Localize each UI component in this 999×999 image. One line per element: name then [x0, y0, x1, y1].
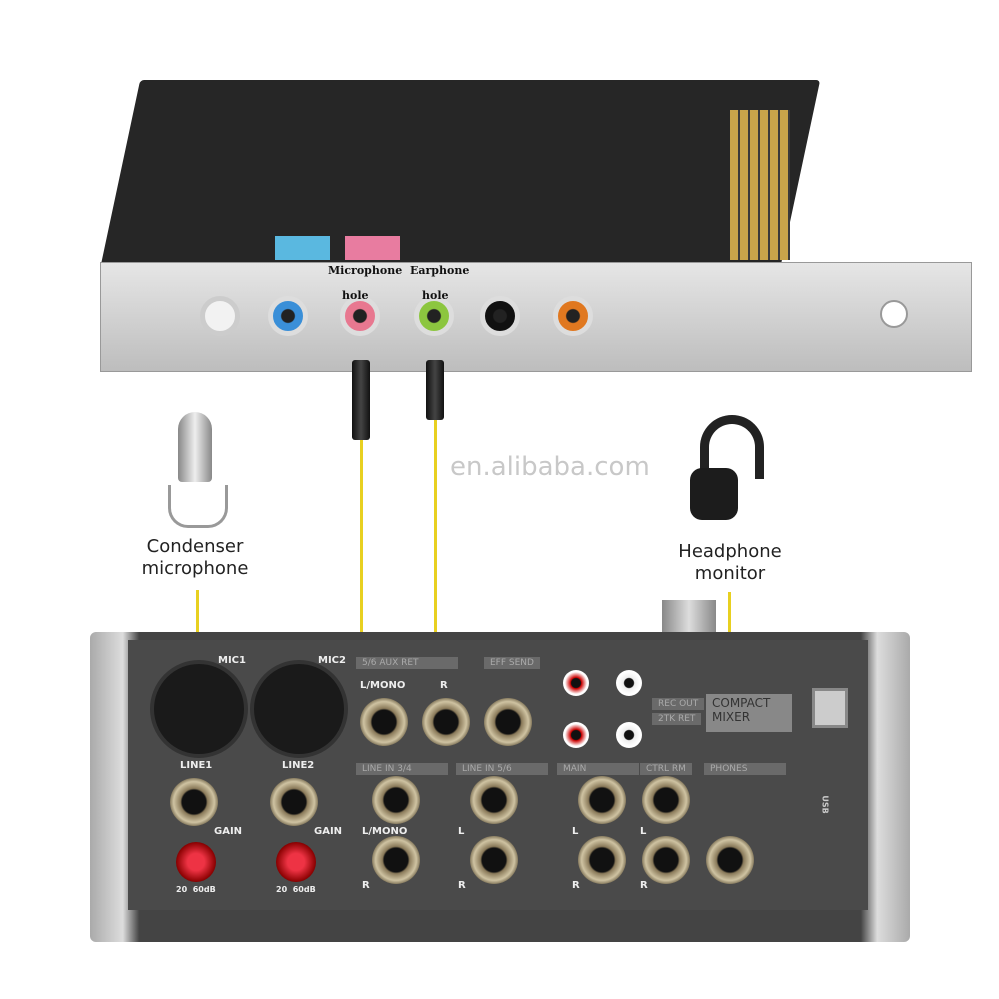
- earphone-plug: [426, 360, 444, 420]
- main-l-jack[interactable]: [578, 776, 626, 824]
- ctrl-rm-r-jack[interactable]: [642, 836, 690, 884]
- 2tk-ret-l-rca[interactable]: [563, 722, 589, 748]
- gain1-knob[interactable]: [176, 842, 216, 882]
- center-sub-jack[interactable]: [553, 296, 593, 336]
- gain2-knob[interactable]: [276, 842, 316, 882]
- line-in-4-jack[interactable]: [372, 836, 420, 884]
- mic1-xlr-input[interactable]: [150, 660, 248, 758]
- main-r-jack[interactable]: [578, 836, 626, 884]
- cable-ear: [434, 420, 437, 738]
- line-in-5-jack[interactable]: [470, 776, 518, 824]
- phones-jack-top: [662, 600, 716, 634]
- line2-input[interactable]: [270, 778, 318, 826]
- rec-out-label: REC OUT: [652, 698, 705, 710]
- main-r-label: R: [572, 880, 580, 891]
- line56-r-label: R: [458, 880, 466, 891]
- aux-ret-l-jack[interactable]: [360, 698, 408, 746]
- watermark: en.alibaba.com: [450, 452, 650, 482]
- aux-lmono-label: L/MONO: [360, 680, 406, 691]
- line1-label: LINE1: [180, 760, 213, 771]
- line56-l-label: L: [458, 826, 465, 837]
- condenser-microphone-icon: [178, 412, 212, 482]
- gain-min: 20: [176, 885, 188, 894]
- main-l-label: L: [572, 826, 579, 837]
- rear-out-jack[interactable]: [480, 296, 520, 336]
- sound-card-board: [99, 80, 821, 270]
- mic1-label: MIC1: [218, 655, 246, 666]
- line2-label: LINE2: [282, 760, 315, 771]
- gain-min: 20: [276, 885, 288, 894]
- line1-input[interactable]: [170, 778, 218, 826]
- bracket-hole: [880, 300, 908, 328]
- line-in-6-jack[interactable]: [470, 836, 518, 884]
- phones-section: PHONES: [704, 763, 786, 775]
- gain-max: 60dB: [292, 885, 316, 894]
- caption-line: microphone: [141, 558, 249, 579]
- sound-card-bracket: [100, 262, 972, 372]
- line-in-34-section: LINE IN 3/4: [356, 763, 448, 775]
- caption-line: monitor: [694, 563, 766, 584]
- headphone-band-icon: [700, 415, 764, 479]
- mic2-label: MIC2: [318, 655, 346, 666]
- pink-header: [345, 236, 400, 260]
- ctrl-rm-section: CTRL RM: [640, 763, 692, 775]
- gain1-scale: 20 60dB: [176, 885, 216, 894]
- ctrl-l-label: L: [640, 826, 647, 837]
- gain2-scale: 20 60dB: [276, 885, 316, 894]
- blue-header: [275, 236, 330, 260]
- spdif-jack[interactable]: [200, 296, 240, 336]
- line34-lmono-label: L/MONO: [362, 826, 408, 837]
- brand-label: COMPACT MIXER: [706, 694, 792, 732]
- main-section: MAIN: [557, 763, 639, 775]
- 2tk-ret-label: 2TK RET: [652, 713, 702, 725]
- 2tk-ret-r-rca[interactable]: [616, 722, 642, 748]
- ctrl-rm-l-jack[interactable]: [642, 776, 690, 824]
- ctrl-r-label: R: [640, 880, 648, 891]
- cable-condenser: [196, 590, 199, 670]
- earphone-hole-label: hole: [422, 289, 449, 302]
- line-in-jack[interactable]: [268, 296, 308, 336]
- line-in-3-jack[interactable]: [372, 776, 420, 824]
- earphone-label: Earphone: [410, 264, 470, 277]
- usb-label: USB: [820, 795, 830, 814]
- aux-r-label: R: [440, 680, 448, 691]
- aux-ret-section: 5/6 AUX RET: [356, 657, 458, 669]
- cable-mic: [360, 440, 363, 798]
- microphone-plug: [352, 360, 370, 440]
- line-in-56-section: LINE IN 5/6: [456, 763, 548, 775]
- gain1-label: GAIN: [214, 826, 243, 837]
- phones-jack[interactable]: [706, 836, 754, 884]
- gain2-label: GAIN: [314, 826, 343, 837]
- aux-ret-r-jack[interactable]: [422, 698, 470, 746]
- rec-out-l-rca[interactable]: [563, 670, 589, 696]
- microphone-hole-label: hole: [342, 289, 369, 302]
- caption-line: Condenser: [146, 536, 244, 557]
- pci-connector: [730, 110, 790, 260]
- headphone-cup-icon: [690, 468, 738, 520]
- usb-port[interactable]: [812, 688, 848, 728]
- caption-line: Headphone: [678, 541, 782, 562]
- mic2-xlr-input[interactable]: [250, 660, 348, 758]
- eff-send-section: EFF SEND: [484, 657, 540, 669]
- eff-send-jack[interactable]: [484, 698, 532, 746]
- rec-out-r-rca[interactable]: [616, 670, 642, 696]
- microphone-label: Microphone: [328, 264, 403, 277]
- shock-mount-icon: [168, 485, 228, 528]
- microphone-jack[interactable]: [340, 296, 380, 336]
- gain-max: 60dB: [192, 885, 216, 894]
- line34-r-label: R: [362, 880, 370, 891]
- earphone-jack[interactable]: [414, 296, 454, 336]
